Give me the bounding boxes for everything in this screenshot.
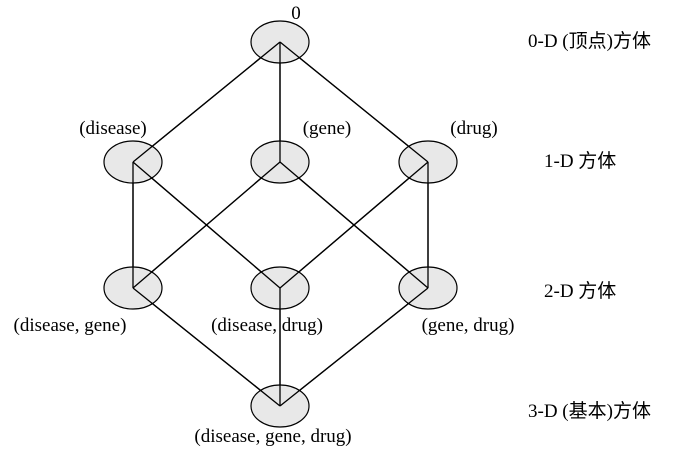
node-label-gene-drug: (gene, drug) (422, 315, 515, 336)
level-label-1: 1-D 方体 (544, 150, 616, 172)
level-label-3: 3-D (基本)方体 (528, 400, 651, 422)
level-label-0: 0-D (顶点)方体 (528, 30, 651, 52)
levels-layer: 0-D (顶点)方体 1-D 方体 2-D 方体 3-D (基本)方体 (528, 30, 651, 422)
nodes-layer: 0 (disease) (gene) (drug) (disease, gene) (di… (14, 3, 515, 447)
node-label-disease-drug: (disease, drug) (211, 315, 323, 336)
edges-overlay (132, 41, 429, 407)
node-disease-gene: (disease, gene) (14, 266, 163, 336)
node-label-disease-gene: (disease, gene) (14, 315, 127, 336)
node-label-gene: (gene) (303, 118, 352, 139)
node-disease: (disease) (79, 118, 163, 184)
edge-gene-to-disease-gene-overlay (132, 161, 281, 289)
level-label-2: 2-D 方体 (544, 280, 616, 302)
node-label-disease: (disease) (79, 118, 147, 139)
node-base: (disease, gene, drug) (194, 384, 352, 447)
edge-drug-to-disease-drug-overlay (279, 161, 429, 289)
node-label-base: (disease, gene, drug) (194, 426, 351, 447)
edge-gene-drug-to-base-overlay (279, 287, 429, 407)
edge-disease-gene-to-base-overlay (132, 287, 281, 407)
node-label-drug: (drug) (450, 118, 497, 139)
edge-apex-to-drug-overlay (279, 41, 429, 163)
edge-apex-to-disease-overlay (132, 41, 281, 163)
node-label-apex: 0 (291, 3, 301, 24)
